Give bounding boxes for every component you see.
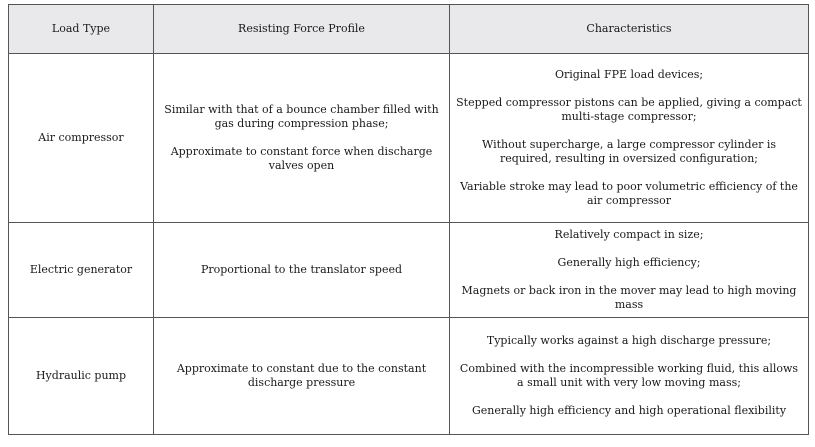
characteristic-line: Original FPE load devices; [554,68,704,81]
profile-line: Similar with that of a bounce chamber fi… [164,103,439,130]
cell-characteristics: Typically works against a high discharge… [449,317,809,435]
table-row-hydraulic-pump: Hydraulic pump Approximate to constant d… [8,317,809,435]
cell-load-type: Hydraulic pump [8,317,154,435]
cell-profile: Similar with that of a bounce chamber fi… [153,53,450,223]
load-device-comparison-table: Load Type Resisting Force Profile Charac… [8,4,809,435]
characteristic-line: Variable stroke may lead to poor volumet… [460,180,798,207]
profile-line: Approximate to constant force when disch… [170,145,433,172]
cell-profile: Proportional to the translator speed [153,222,450,318]
cell-characteristics: Original FPE load devices; Stepped compr… [449,53,809,223]
characteristic-line: Relatively compact in size; [554,228,704,241]
table-row-air-compressor: Air compressor Similar with that of a bo… [8,53,809,223]
table-row-electric-generator: Electric generator Proportional to the t… [8,222,809,318]
characteristic-line: Generally high efficiency and high opera… [471,404,787,417]
cell-load-type: Electric generator [8,222,154,318]
header-row: Load Type Resisting Force Profile Charac… [8,4,809,54]
table-header: Load Type Resisting Force Profile Charac… [8,4,809,54]
cell-profile: Approximate to constant due to the const… [153,317,450,435]
characteristic-line: Without supercharge, a large compressor … [482,138,776,165]
cell-characteristics: Relatively compact in size; Generally hi… [449,222,809,318]
characteristic-line: Combined with the incompressible working… [459,362,799,389]
characteristic-line: Stepped compressor pistons can be applie… [456,96,802,123]
header-characteristics: Characteristics [449,4,809,54]
characteristic-line: Generally high efficiency; [557,256,701,269]
characteristic-line: Typically works against a high discharge… [486,334,772,347]
characteristic-line: Magnets or back iron in the mover may le… [461,284,797,311]
profile-line: Proportional to the translator speed [200,263,403,276]
header-load-type: Load Type [8,4,154,54]
table-body: Air compressor Similar with that of a bo… [8,53,809,435]
header-resisting-force-profile: Resisting Force Profile [153,4,450,54]
profile-line: Approximate to constant due to the const… [176,362,427,389]
cell-load-type: Air compressor [8,53,154,223]
